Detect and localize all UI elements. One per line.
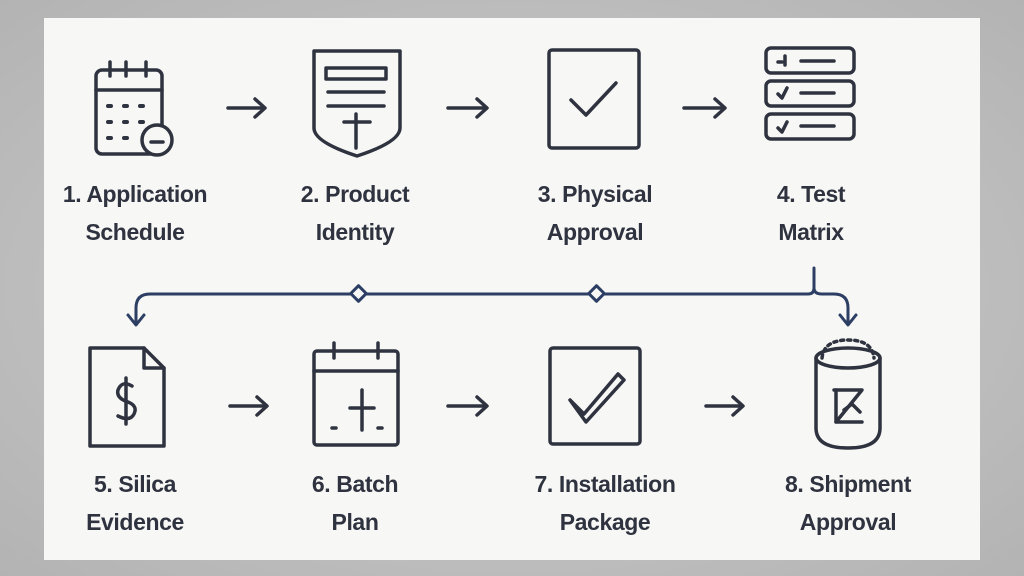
step-7-subtitle: Package [559,509,651,535]
arrow-7-8 [704,395,745,417]
checked-box-icon [548,346,642,446]
step-4-subtitle: Matrix [778,219,844,245]
step-3-title: 3. Physical [537,181,653,207]
calendar-clock-icon [94,60,174,157]
step-3-subtitle: Approval [546,219,644,245]
step-4-title: 4. Test [776,181,846,207]
step-7-title: 7. Installation [534,471,676,497]
arrow-3-4 [682,97,727,119]
step-label-5: 5. Silica Evidence [35,465,235,541]
step-2-title: 2. Product [300,181,410,207]
step-2-subtitle: Identity [315,219,395,245]
step-6-title: 6. Batch [311,471,399,497]
process-flow-diagram [88,46,882,450]
step-label-3: 3. Physical Approval [495,175,695,251]
step-label-7: 7. Installation Package [505,465,705,541]
step-5-subtitle: Evidence [86,509,184,535]
row-connector [126,266,858,327]
checklist-icon [764,46,856,141]
step-8-title: 8. Shipment [785,471,911,497]
dollar-document-icon [88,346,166,448]
step-label-2: 2. Product Identity [255,175,455,251]
arrow-6-7 [446,395,489,417]
arrow-2-3 [446,97,489,119]
step-8-subtitle: Approval [799,509,897,535]
step-1-subtitle: Schedule [85,219,185,245]
step-label-6: 6. Batch Plan [255,465,455,541]
step-label-1: 1. Application Schedule [35,175,235,251]
arrow-5-6 [228,395,269,417]
step-1-title: 1. Application [62,181,208,207]
step-label-4: 4. Test Matrix [711,175,911,251]
sealed-jar-icon [814,338,882,450]
shield-document-icon [312,49,402,158]
checkbox-icon [547,48,641,150]
step-5-title: 5. Silica [93,471,177,497]
step-label-8: 8. Shipment Approval [748,465,948,541]
calendar-plan-icon [312,341,400,447]
step-6-subtitle: Plan [331,509,379,535]
arrow-1-2 [226,97,267,119]
diagram-card: 1. Application Schedule 2. Product Ident… [44,18,980,560]
